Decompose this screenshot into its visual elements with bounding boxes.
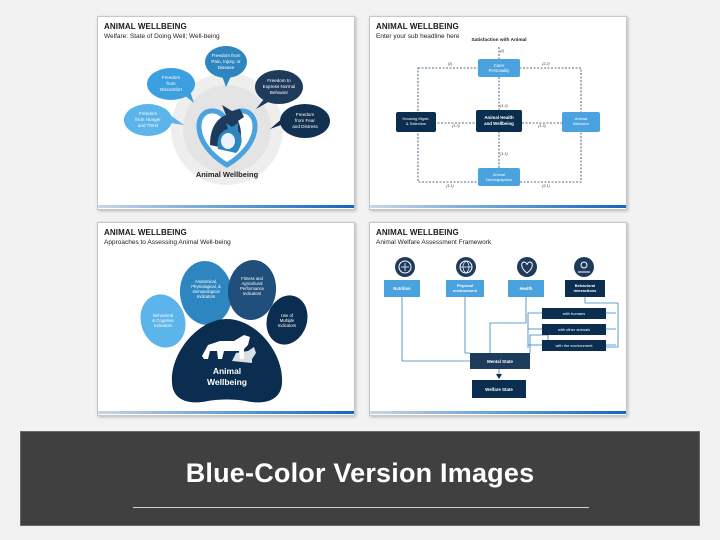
banner-title: Blue-Color Version Images [185,458,535,488]
path-label: (1.3) [538,124,545,128]
slide-footer-accent [370,205,626,208]
interaction-icon [574,257,594,277]
nutrition-icon [395,257,415,277]
svg-text:with humans: with humans [563,311,585,316]
svg-text:Mental State: Mental State [487,359,513,364]
bubble-normal-behavior [255,70,303,109]
slide-thumbnail-assessment-framework[interactable]: ANIMAL WELLBEING Animal Welfare Assessme… [369,222,627,416]
path-label: (1.1) [446,184,453,188]
svg-text:Housing Mgmt.& Selection: Housing Mgmt.& Selection [403,116,430,126]
path-label: (1.2) [500,104,507,108]
interaction-with-environment[interactable]: with the environment [542,340,606,351]
slide-footer-accent [98,205,354,208]
path-label: (1) [500,49,504,53]
slide-subtitle: Approaches to Assessing Animal Well-bein… [104,239,231,246]
mental-state-box[interactable]: Mental State [470,353,530,369]
path-label: (2) [448,62,452,66]
svg-text:with other animals: with other animals [558,327,590,332]
slide-title: ANIMAL WELLBEING [104,22,187,31]
bubble-fear-distress [270,104,330,138]
banner-underline [133,507,589,508]
svg-text:Health: Health [520,286,533,291]
svg-text:Welfare State: Welfare State [485,387,513,392]
slide-title: ANIMAL WELLBEING [376,228,459,237]
bubble-pain [205,46,247,87]
slide-footer-accent [370,411,626,414]
slide-subtitle: Animal Welfare Assessment Framework [376,239,492,246]
path-label: (1.3) [452,124,459,128]
interaction-with-other-animals[interactable]: with other animals [542,324,606,335]
health-heart-icon [517,257,537,277]
path-label: (1.1) [500,152,507,156]
welfare-state-box[interactable]: Welfare State [472,380,526,398]
path-label: (2.1) [542,184,549,188]
slide-subtitle: Enter your sub headline here [376,33,460,40]
center-label: Animal Wellbeing [196,170,259,179]
slide-footer-accent [98,411,354,414]
paw-pad-multiple [266,295,308,345]
box-housing[interactable]: Housing Mgmt.& Selection [396,112,436,132]
environment-icon [456,257,476,277]
diagram-heading: Satisfaction with Animal [471,37,526,43]
category-health[interactable]: Health [508,280,544,297]
svg-text:with the environment: with the environment [556,343,594,348]
arrow-down-icon [496,374,502,379]
bubble-hunger-thirst [124,104,184,136]
interaction-with-humans[interactable]: with humans [542,308,606,319]
animal-silhouette-icon [202,335,256,363]
slide-thumbnail-welfare-freedoms[interactable]: ANIMAL WELLBEING Welfare: State of Doing… [97,16,355,210]
version-banner: Blue-Color Version Images [20,431,700,526]
path-label: (2.2) [542,62,549,66]
svg-text:Nutrition: Nutrition [393,286,411,291]
pad-label: Anatomical,Physiological, &Immunological… [191,279,221,299]
bubble-discomfort [147,68,195,103]
paw-pad-fitness [227,260,277,320]
slide-thumbnail-assessment-approaches[interactable]: ANIMAL WELLBEING Approaches to Assessing… [97,222,355,416]
paw-main-pad [171,319,283,403]
slide-subtitle: Welfare: State of Doing Well; Well-being [104,33,220,40]
dog-cat-heart-icon [210,105,244,153]
category-nutrition[interactable]: Nutrition [384,280,420,297]
paw-pad-behavioral [140,294,186,348]
slide-thumbnail-satisfaction-model[interactable]: ANIMAL WELLBEING Enter your sub headline… [369,16,627,210]
slide-title: ANIMAL WELLBEING [376,22,459,31]
paw-pad-anatomical [179,261,233,325]
slide-title: ANIMAL WELLBEING [104,228,187,237]
